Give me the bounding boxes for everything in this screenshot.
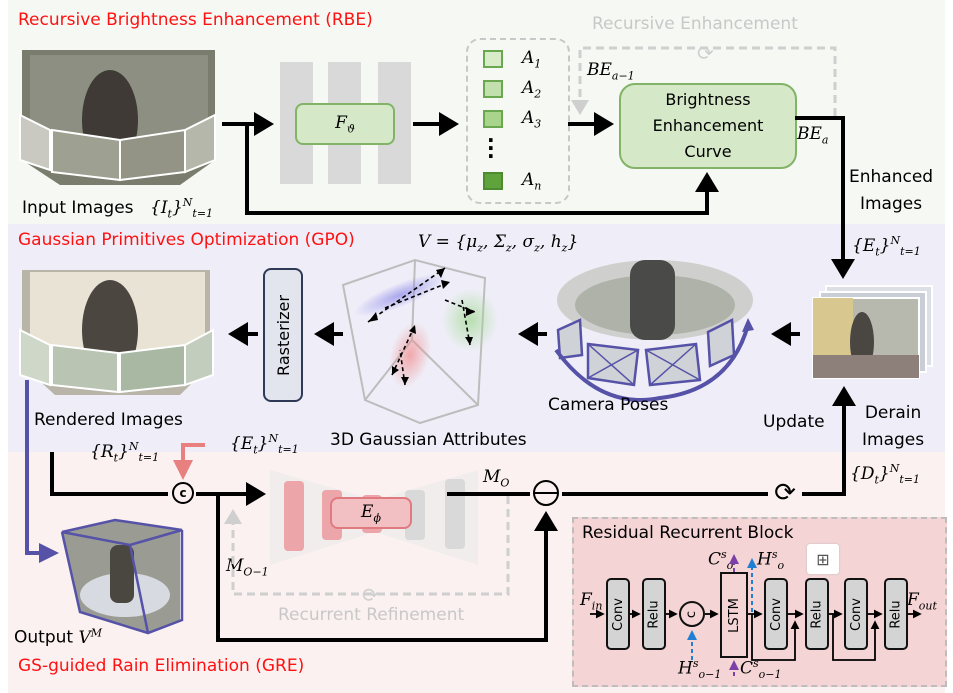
rrb-relu-block: Relu (642, 578, 666, 650)
ellipsis-dots: ··· (487, 128, 495, 168)
curve-label-line: Brightness (665, 90, 751, 109)
camera-poses-label: Camera Poses (548, 395, 669, 415)
rrb-input-label: Fin (580, 590, 603, 613)
cube-icon (483, 110, 503, 128)
prev-curve-label: BEa−1 (587, 60, 635, 83)
param-a2: A2 (522, 78, 542, 101)
enhanced-label-line: Enhanced (849, 167, 934, 187)
cur-curve-label: BEa (797, 124, 829, 147)
prev-mask-label: MO−1 (226, 556, 269, 579)
minus-bar (535, 491, 557, 495)
update-label: Update (763, 412, 825, 432)
concat-symbol: c (179, 486, 187, 500)
derain-label-line: Images (862, 430, 925, 450)
rrb-conv-block: Conv (606, 578, 630, 650)
enhanced-set: {Et}Nt=1 (852, 234, 921, 259)
rrb-output-label: Fout (907, 590, 937, 613)
cube-icon (483, 172, 503, 190)
cube-icon (483, 80, 503, 98)
rendered-images-label: Rendered Images (34, 410, 183, 430)
rrb-conv-block: Conv (844, 578, 868, 650)
derain-images-label: Derain Images (862, 400, 924, 454)
derain-set: {Dt}Nt=1 (850, 462, 920, 487)
capture-tool-icon[interactable]: ⊞ (807, 544, 839, 574)
rrb-concat-node: c (679, 601, 705, 627)
refresh-cycle-icon: ⟳ (774, 478, 796, 508)
hidden-in-label: Hso−1 (678, 657, 722, 682)
output-text: Output (14, 627, 74, 648)
curve-label-line: Curve (684, 142, 732, 161)
mask-label: MO (483, 467, 510, 490)
cube-icon (483, 50, 503, 68)
gre-title: GS-guided Rain Elimination (GRE) (18, 656, 305, 676)
loop-cycle-icon: ⟳ (697, 41, 714, 65)
param-an: An (522, 170, 542, 193)
gre-enhanced-set: {Et}Nt=1 (230, 432, 299, 457)
cell-in-label: Cso−1 (740, 657, 782, 682)
rrb-relu-block: Relu (884, 578, 908, 650)
encoder-e-box: Eϕ (330, 497, 412, 529)
loop-cycle-icon: ⟳ (362, 583, 379, 607)
hidden-out-label: Hso (757, 548, 785, 573)
param-a3: A3 (522, 108, 542, 131)
rrb-lstm-block: LSTM (720, 572, 748, 658)
output-label: Output VM (14, 626, 102, 648)
enhanced-label-line: Images (859, 194, 923, 214)
brightness-curve-box: Brightness Enhancement Curve (619, 83, 797, 169)
rasterizer-box: Rasterizer (263, 268, 303, 402)
rrb-title: Residual Recurrent Block (582, 523, 794, 543)
cell-out-label: Cso (708, 548, 734, 573)
concat-node: c (172, 482, 194, 504)
output-symbol: VM (78, 626, 103, 648)
input-images-label: Input Images (22, 198, 134, 218)
rendered-set: {Rt}Nt=1 (90, 440, 160, 465)
derain-label-line: Derain (864, 403, 922, 423)
enhanced-images-label: Enhanced Images (849, 164, 933, 218)
gpo-title: Gaussian Primitives Optimization (GPO) (18, 230, 355, 250)
input-images-set: {It}Nt=1 (150, 196, 214, 221)
rrb-relu-block: Relu (805, 578, 829, 650)
curve-label-line: Enhancement (652, 116, 764, 135)
subtract-node (533, 480, 559, 506)
params-group (466, 38, 570, 204)
param-a1: A1 (522, 48, 542, 71)
recursive-enhancement-label: Recursive Enhancement (592, 14, 798, 34)
gaussian-attributes-label: 3D Gaussian Attributes (330, 430, 527, 450)
recurrent-refinement-label: Recurrent Refinement (278, 605, 465, 625)
rbe-title: Recursive Brightness Enhancement (RBE) (18, 10, 373, 30)
gaussian-formula: V = {μz, Σz, σz, hz} (418, 232, 579, 255)
rrb-conv-block: Conv (764, 578, 788, 650)
network-f-box: Fϑ (295, 103, 395, 145)
